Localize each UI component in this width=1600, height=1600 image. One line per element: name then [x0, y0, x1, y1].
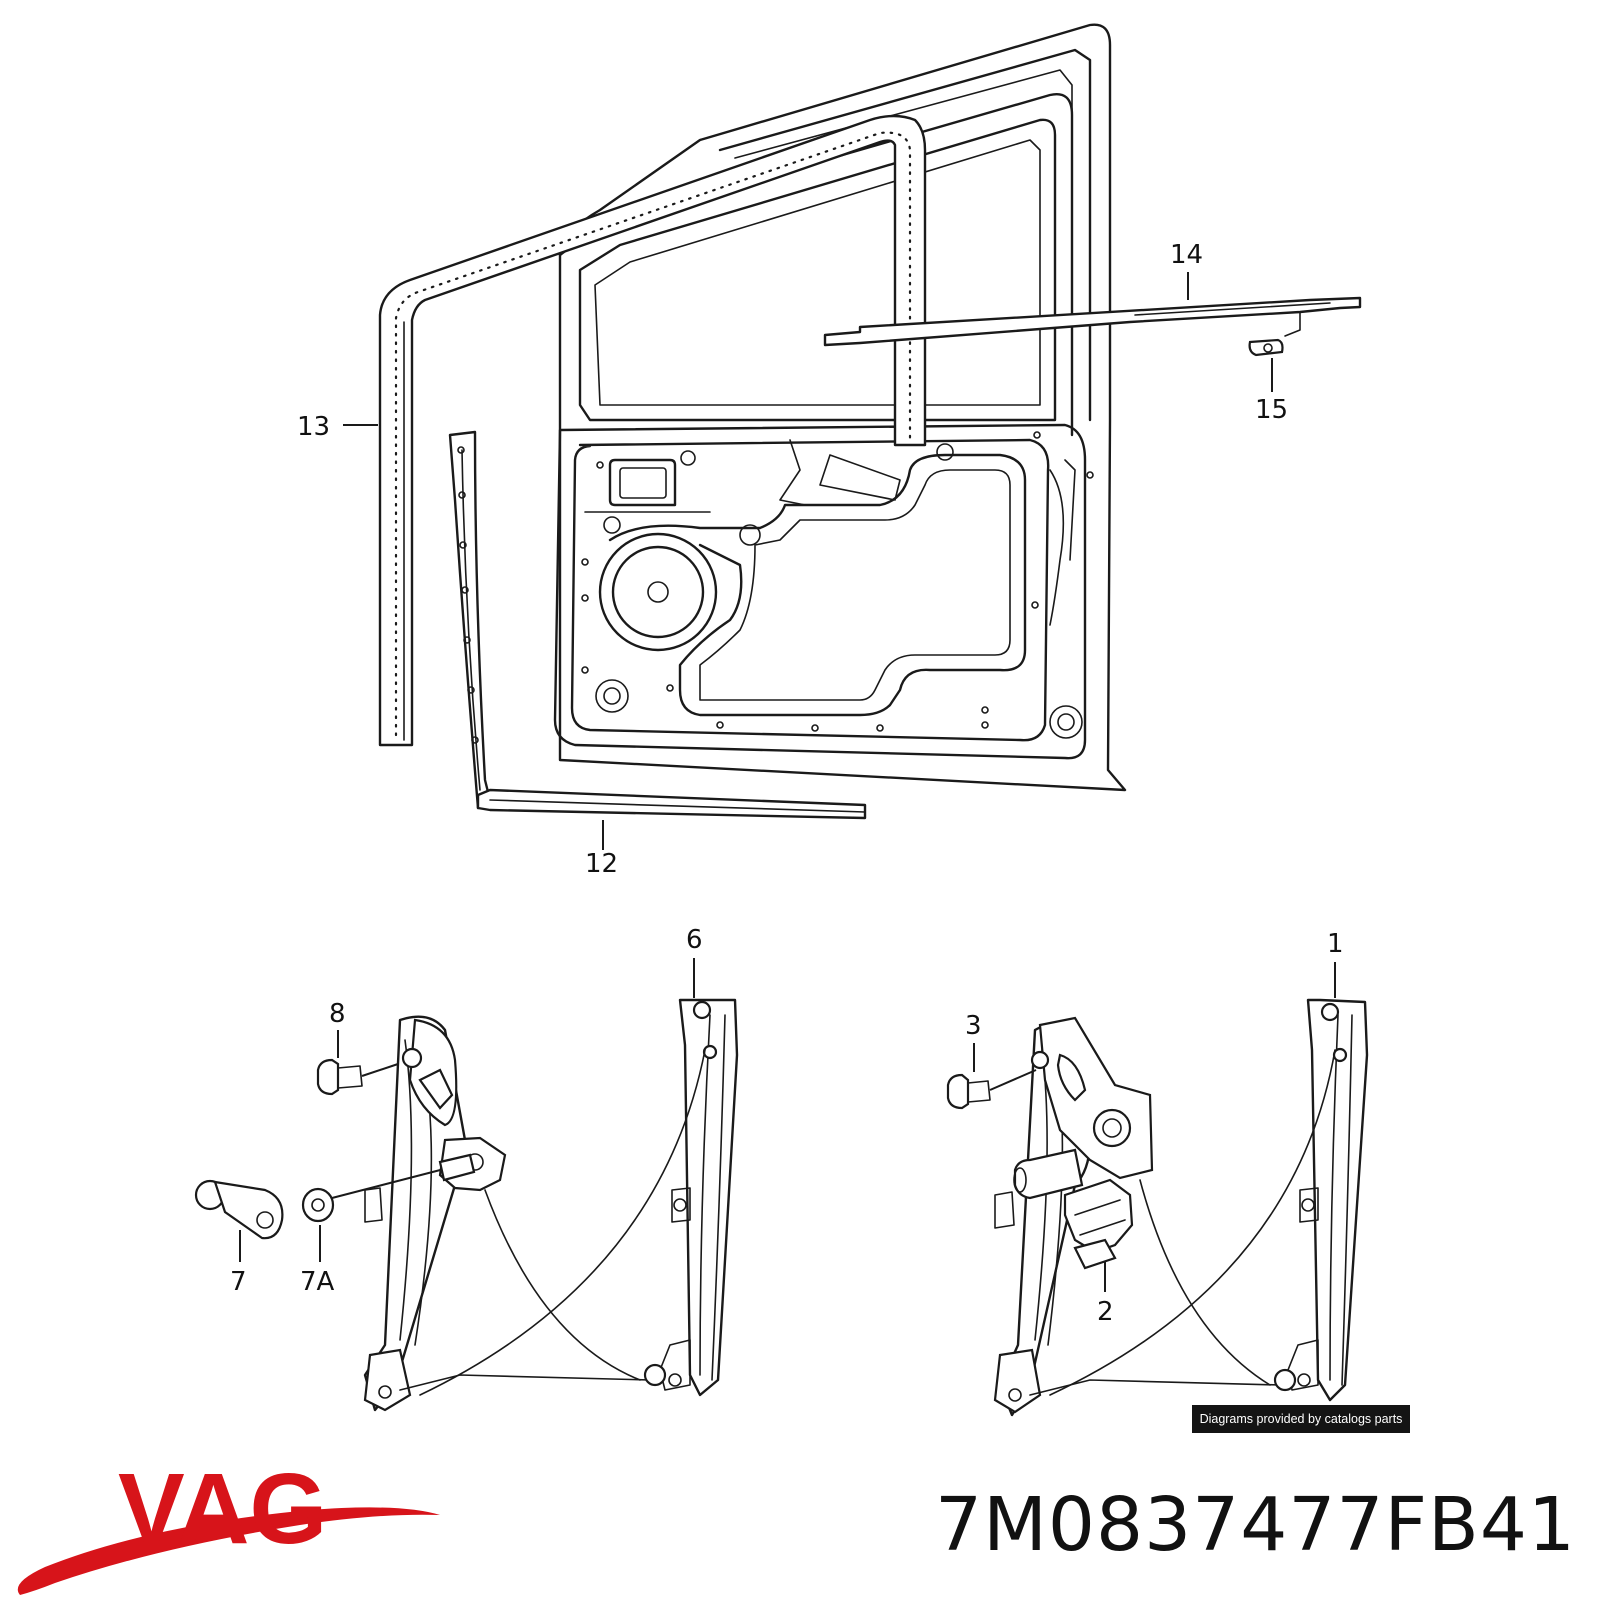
part-14-rail [823, 296, 1362, 347]
callout-3: 3 [965, 1011, 982, 1041]
electric-window-regulator [946, 998, 1369, 1417]
part-number: 7M0837477FB41 [935, 1482, 1576, 1568]
callout-12: 12 [585, 849, 618, 879]
part-7a-washer [301, 1187, 335, 1223]
part-12-window-channel [448, 430, 867, 820]
door-shell [553, 23, 1127, 792]
callout-7a: 7A [300, 1267, 335, 1297]
callout-7: 7 [230, 1267, 247, 1297]
callout-2: 2 [1097, 1297, 1114, 1327]
part-13-window-seal [378, 114, 927, 747]
part-8-screw [316, 1058, 399, 1096]
manual-window-regulator [194, 998, 739, 1412]
callout-15: 15 [1255, 395, 1288, 425]
leader-lines [239, 272, 1336, 1292]
part-2-motor [1013, 1148, 1134, 1270]
logo-swoosh [17, 1507, 441, 1595]
vag-logo: VAG [17, 1455, 441, 1595]
logo-text: VAG [118, 1455, 327, 1565]
callout-1: 1 [1327, 929, 1344, 959]
diagram-credit-badge: Diagrams provided by catalogs parts [1192, 1405, 1410, 1433]
part-15-clip [1248, 338, 1284, 357]
callout-6: 6 [686, 925, 703, 955]
part-7-crank-handle [194, 1179, 284, 1240]
callout-14: 14 [1170, 240, 1203, 270]
part-3-screw [946, 1069, 1037, 1110]
callout-13: 13 [297, 412, 330, 442]
callout-labels: 13 12 14 15 6 1 8 3 7 7A 2 [230, 240, 1344, 1327]
callout-8: 8 [329, 999, 346, 1029]
